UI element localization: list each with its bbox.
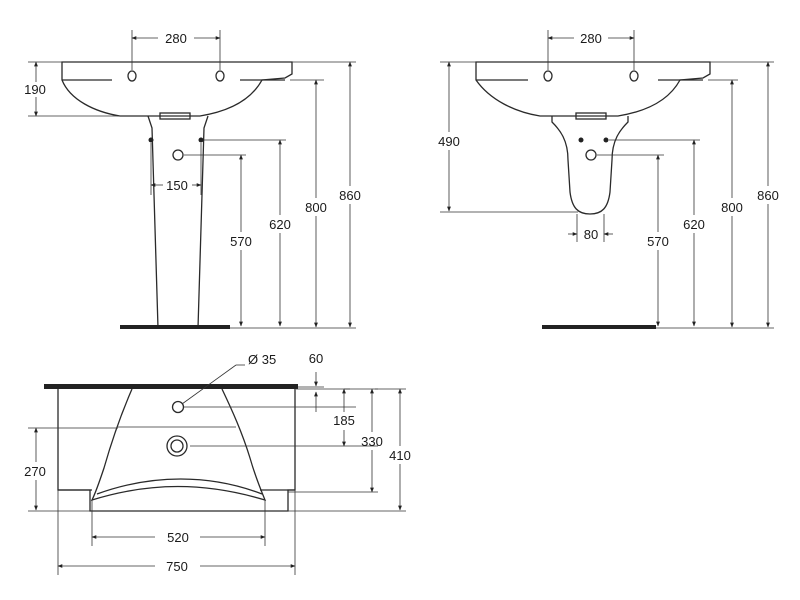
side-floor [542, 325, 656, 329]
plan-wall [44, 384, 298, 389]
front-floor [120, 325, 230, 329]
side-tap-spacing-label: 280 [580, 31, 602, 46]
plan-tap-depth-label: 185 [333, 413, 355, 428]
front-basin-height-label: 190 [24, 82, 46, 97]
front-supply-height-label: 620 [269, 217, 291, 232]
side-trap-cover [551, 116, 629, 215]
plan-bowl-width-label: 520 [167, 530, 189, 545]
front-view: 280 190 150 570 620 800 860 [24, 30, 361, 329]
plan-tap-hole [171, 400, 185, 414]
front-waste-outlet [172, 149, 184, 161]
side-rim-height-label: 800 [721, 200, 743, 215]
side-waste-height-label: 570 [647, 234, 669, 249]
front-waste-height-label: 570 [230, 234, 252, 249]
front-tap-hole-right [215, 70, 225, 82]
plan-drain-inner [170, 439, 184, 453]
side-total-height-label: 860 [757, 188, 779, 203]
side-view: 280 490 80 570 620 800 860 [438, 30, 779, 329]
front-total-height-label: 860 [339, 188, 361, 203]
side-supply-height-label: 620 [683, 217, 705, 232]
side-cover-width-label: 80 [584, 227, 598, 242]
front-pedestal [147, 115, 209, 329]
side-waste-outlet [585, 149, 597, 161]
side-trap-cover-height-label: 490 [438, 134, 460, 149]
front-pedestal-spacing-label: 150 [166, 178, 188, 193]
front-tap-hole-left [127, 70, 137, 82]
plan-tap-hole-label: Ø 35 [248, 352, 276, 367]
plan-total-width-label: 750 [166, 559, 188, 574]
plan-bowl-depth-label: 270 [24, 464, 46, 479]
side-tap-hole-left [543, 70, 553, 82]
side-basin-outline [475, 61, 711, 117]
plan-back-offset-label: 60 [309, 351, 323, 366]
front-basin-outline [61, 61, 293, 117]
plan-view: Ø 35 60 185 330 410 270 [24, 351, 411, 575]
plan-bowl-outline [90, 388, 267, 502]
side-tap-hole-right [629, 70, 639, 82]
plan-drain-depth-label: 330 [361, 434, 383, 449]
front-rim-height-label: 800 [305, 200, 327, 215]
plan-total-depth-label: 410 [389, 448, 411, 463]
plan-drain-outer [166, 435, 188, 457]
front-tap-spacing-label: 280 [165, 31, 187, 46]
